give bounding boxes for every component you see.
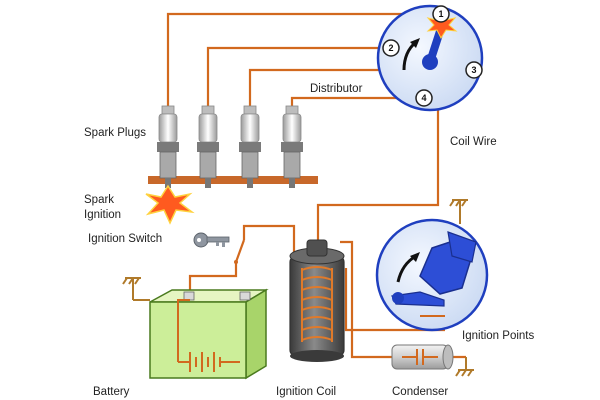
primary-wire-condenser — [340, 240, 392, 359]
label-ignition-switch: Ignition Switch — [88, 233, 162, 245]
switch-wire-battery — [188, 262, 238, 292]
rotor-hub — [422, 54, 438, 70]
plug-wire-2 — [206, 46, 386, 108]
coil-base — [290, 350, 344, 362]
label-spark-ignition-2: Ignition — [84, 209, 121, 221]
plug-wire-4 — [290, 96, 420, 108]
coil-winding — [301, 266, 333, 342]
points-pivot — [392, 292, 404, 304]
coil-wire — [316, 72, 440, 242]
battery-terminal-pos — [183, 291, 195, 301]
terminal-4-label: 4 — [421, 93, 426, 103]
rotation-arrowhead — [410, 38, 420, 48]
battery-internal-wire — [177, 299, 190, 362]
spark-burst-icon — [426, 11, 458, 40]
ground-symbol-icon — [455, 357, 474, 377]
label-coil-wire: Coil Wire — [450, 136, 497, 148]
ground-symbol-icon — [449, 199, 468, 224]
spark-plug-4 — [281, 105, 303, 188]
spark-plugs — [145, 105, 318, 225]
terminal-2-label: 2 — [388, 43, 393, 53]
battery-cell-symbol — [178, 352, 240, 372]
label-spark-ignition-1: Spark — [84, 194, 114, 206]
spark-plug-1 — [157, 105, 179, 188]
terminal-3-label: 3 — [471, 65, 476, 75]
plug-wire-1 — [166, 12, 441, 108]
points-arm — [447, 231, 477, 263]
terminal-1 — [432, 5, 450, 23]
label-condenser: Condenser — [392, 386, 448, 398]
battery — [149, 288, 269, 380]
ground-symbol-icon — [122, 277, 150, 301]
ignition-switch — [193, 232, 246, 264]
label-spark-plugs: Spark Plugs — [84, 127, 146, 139]
switch-lever — [234, 239, 246, 263]
terminal-2 — [382, 39, 400, 57]
terminal-3 — [465, 61, 483, 79]
engine-rail — [148, 176, 318, 184]
label-battery: Battery — [93, 386, 130, 398]
terminal-4 — [415, 89, 433, 107]
points-rotation-arrowhead — [410, 252, 420, 262]
label-ignition-points: Ignition Points — [462, 330, 534, 342]
switch-contact — [234, 260, 238, 264]
switch-wire-coil — [242, 224, 296, 268]
condenser-end — [442, 344, 454, 370]
label-ignition-coil: Ignition Coil — [276, 386, 336, 398]
primary-wire-points — [344, 268, 445, 332]
key-icon — [193, 232, 230, 248]
label-distributor: Distributor — [310, 83, 363, 95]
coil-tower — [306, 239, 328, 257]
battery-terminal-neg — [239, 291, 251, 301]
distributor: 1 2 3 4 — [376, 4, 484, 112]
spark-plug-3 — [239, 105, 261, 188]
terminal-1-label: 1 — [438, 9, 443, 19]
ignition-points — [375, 218, 489, 332]
condenser — [391, 344, 454, 370]
spark-plug-2 — [197, 105, 219, 188]
battery-side — [245, 288, 267, 380]
spark-burst-icon — [145, 184, 195, 225]
condenser-symbol — [402, 349, 438, 365]
ignition-coil — [289, 239, 345, 362]
battery-front — [149, 301, 247, 379]
condenser-body — [391, 344, 449, 370]
